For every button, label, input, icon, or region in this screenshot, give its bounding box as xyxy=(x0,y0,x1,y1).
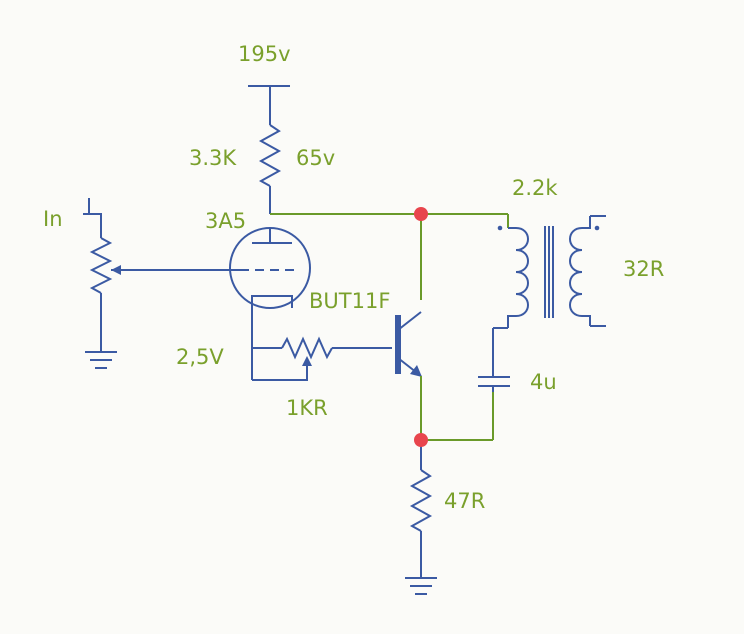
output-transformer xyxy=(497,215,606,328)
label-input: In xyxy=(43,207,63,231)
label-transistor: BUT11F xyxy=(309,289,391,313)
vacuum-tube-3a5 xyxy=(229,227,311,309)
label-plate-voltage: 65v xyxy=(296,146,336,170)
plate-node-wires xyxy=(270,213,509,300)
label-emitter-resistor: 47R xyxy=(444,489,486,513)
label-primary-impedance: 2.2k xyxy=(512,176,558,200)
label-tube: 3A5 xyxy=(205,209,247,233)
label-base-pot: 1KR xyxy=(286,396,328,420)
label-supply-voltage: 195v xyxy=(238,42,291,66)
emitter-node-wires xyxy=(420,376,494,441)
transistor-but11f xyxy=(395,311,422,377)
input-potentiometer xyxy=(83,198,240,369)
label-filament-voltage: 2,5V xyxy=(176,345,224,369)
label-plate-resistor: 3.3K xyxy=(189,146,237,170)
plate-resistor xyxy=(258,124,282,187)
label-secondary-impedance: 32R xyxy=(623,257,665,281)
supply-rail xyxy=(248,85,290,125)
emitter-resistor xyxy=(405,440,437,595)
junction-dot-emitter xyxy=(414,433,428,447)
junction-dot-plate xyxy=(414,207,428,221)
capacitor xyxy=(478,327,510,392)
label-capacitor: 4u xyxy=(530,370,557,394)
filament-circuit xyxy=(251,308,392,381)
